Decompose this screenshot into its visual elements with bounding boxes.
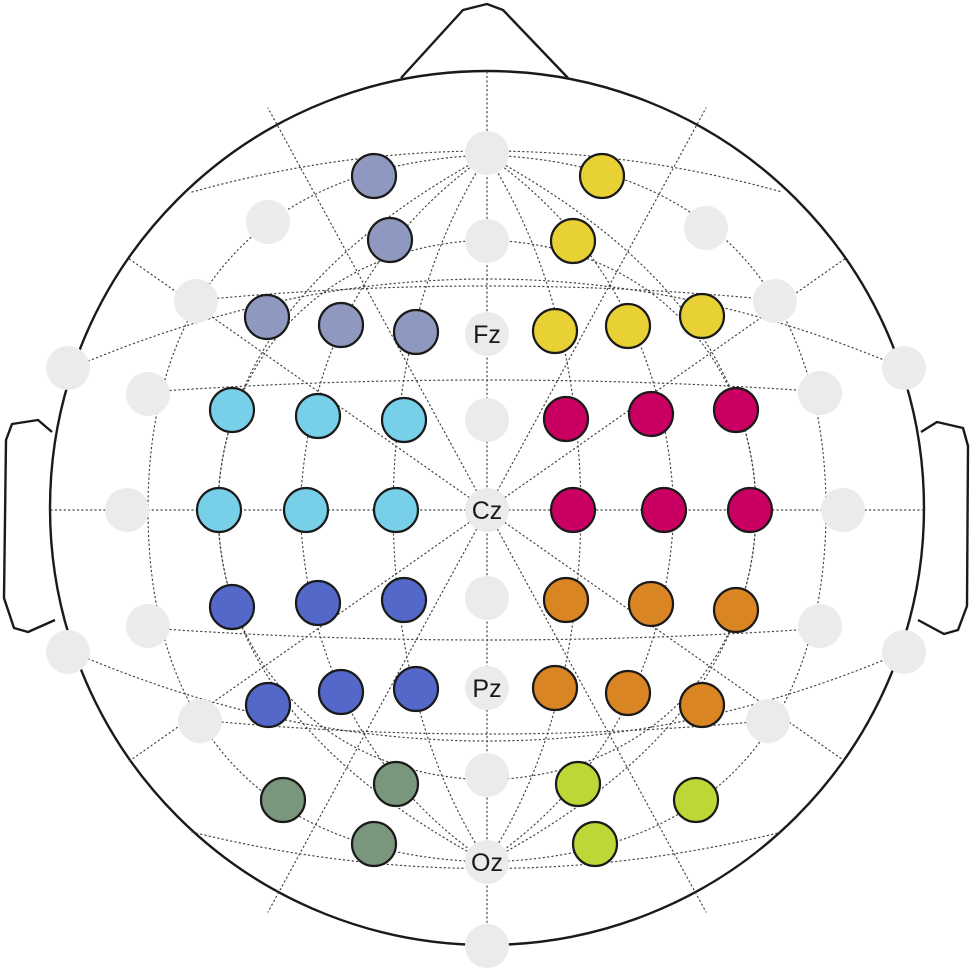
grid-line xyxy=(199,285,775,301)
electrode-right-parietal xyxy=(712,586,760,634)
electrode-unselected xyxy=(684,206,728,250)
electrode-unselected xyxy=(798,604,842,648)
grid-line xyxy=(267,107,488,511)
electrode-right-central xyxy=(549,486,597,534)
grid-line xyxy=(267,509,488,913)
electrode-unselected xyxy=(46,630,90,674)
electrode-unselected xyxy=(126,604,170,648)
electrode-left-occipital xyxy=(259,776,307,824)
electrode-right-frontal xyxy=(531,307,579,355)
electrode-unselected xyxy=(105,488,149,532)
electrode-right-occipital xyxy=(672,776,720,824)
grid-line xyxy=(191,831,783,870)
electrode-unselected xyxy=(465,131,509,175)
grid-line xyxy=(71,278,904,369)
electrode-left-parietal xyxy=(392,665,440,713)
electrode-unselected xyxy=(178,699,222,743)
left-ear-outline xyxy=(2,418,56,634)
electrode-right-parietal xyxy=(604,669,652,717)
electrode-unselected xyxy=(882,630,926,674)
electrode-right-parietal xyxy=(678,681,726,729)
electrode-fz xyxy=(465,312,509,356)
electrode-right-central xyxy=(627,390,675,438)
electrode-left-parietal xyxy=(244,681,292,729)
electrode-left-frontal xyxy=(366,216,414,264)
electrode-cz xyxy=(465,488,509,532)
electrode-right-occipital xyxy=(571,820,619,868)
electrode-left-frontal xyxy=(317,301,365,349)
electrode-label-oz: Oz xyxy=(471,849,503,877)
electrode-left-central xyxy=(380,396,428,444)
electrode-unselected xyxy=(798,371,842,415)
electrode-label-fz: Fz xyxy=(473,321,501,349)
electrode-right-parietal xyxy=(531,664,579,712)
electrode-right-frontal xyxy=(604,302,652,350)
electrode-unselected xyxy=(882,346,926,390)
grid-line xyxy=(486,107,707,511)
electrode-left-parietal xyxy=(317,668,365,716)
electrode-left-occipital xyxy=(372,760,420,808)
electrode-unselected xyxy=(746,699,790,743)
electrode-left-central xyxy=(208,386,256,434)
electrode-label-cz: Cz xyxy=(472,497,503,525)
electrode-right-parietal xyxy=(627,580,675,628)
electrode-right-central xyxy=(712,386,760,434)
electrode-left-frontal xyxy=(350,152,398,200)
grid-line xyxy=(392,154,488,863)
grid-line xyxy=(199,719,775,735)
electrode-right-central xyxy=(542,395,590,443)
electrode-unselected xyxy=(465,398,509,442)
electrode-right-frontal xyxy=(578,152,626,200)
electrode-left-frontal xyxy=(243,293,291,341)
electrode-right-frontal xyxy=(549,217,597,265)
electrode-unselected xyxy=(46,346,90,390)
electrode-right-parietal xyxy=(542,576,590,624)
electrode-left-occipital xyxy=(350,820,398,868)
electrode-left-parietal xyxy=(294,579,342,627)
electrode-left-central xyxy=(195,486,243,534)
electrode-pz xyxy=(465,666,509,710)
electrode-unselected xyxy=(753,279,797,323)
electrode-left-central xyxy=(372,486,420,534)
right-ear-outline xyxy=(917,420,970,636)
electrode-right-frontal xyxy=(678,292,726,340)
electrode-unselected xyxy=(465,924,509,968)
electrode-left-parietal xyxy=(208,583,256,631)
electrode-unselected xyxy=(126,372,170,416)
electrode-right-occipital xyxy=(554,760,602,808)
grid-line xyxy=(486,154,757,863)
electrode-label-pz: Pz xyxy=(472,675,501,703)
electrode-left-parietal xyxy=(380,576,428,624)
electrode-left-central xyxy=(282,486,330,534)
electrode-unselected xyxy=(465,753,509,797)
electrode-unselected xyxy=(174,279,218,323)
electrode-unselected xyxy=(246,200,290,244)
electrode-unselected xyxy=(821,488,865,532)
electrode-right-central xyxy=(640,486,688,534)
electrode-left-frontal xyxy=(392,308,440,356)
electrode-unselected xyxy=(465,576,509,620)
grid-line xyxy=(217,154,488,863)
electrode-unselected xyxy=(465,219,509,263)
unselected-electrodes xyxy=(46,131,926,968)
electrode-oz xyxy=(465,840,509,884)
electrode-left-central xyxy=(294,392,342,440)
grid-line xyxy=(147,627,827,641)
selected-electrodes xyxy=(195,152,774,868)
grid-line xyxy=(486,509,707,913)
grid-line xyxy=(486,154,582,863)
electrode-right-central xyxy=(726,486,774,534)
nose-outline xyxy=(400,2,569,79)
grid-line xyxy=(147,379,827,393)
grid-line xyxy=(71,651,904,742)
